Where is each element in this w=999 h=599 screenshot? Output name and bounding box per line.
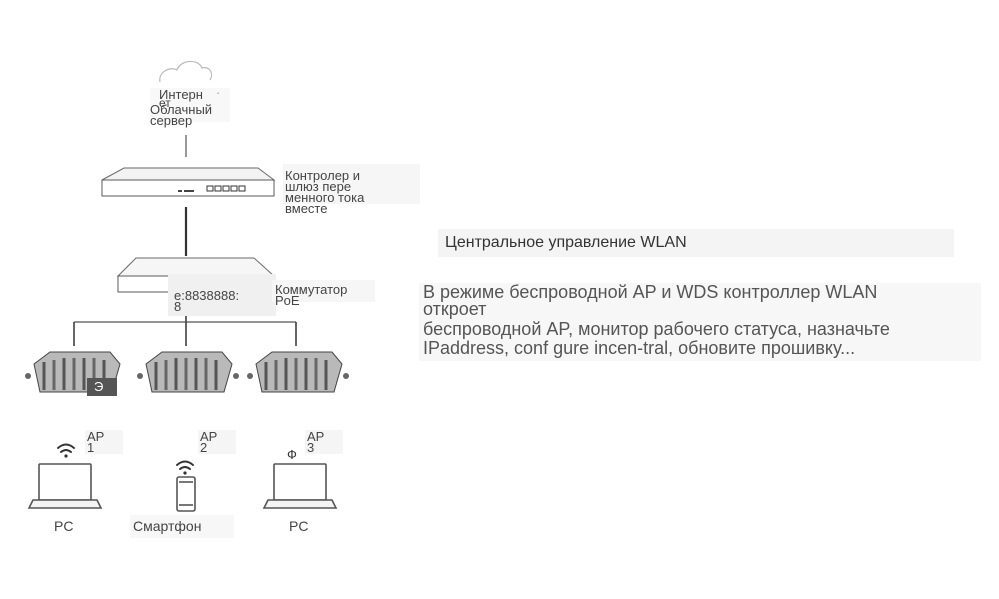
smartphone-icon <box>176 476 196 512</box>
cloud-label-line3: Облачный <box>150 102 213 117</box>
switch-label-line2: PoE <box>275 293 300 308</box>
controller-label-line4: вместе <box>285 201 328 216</box>
cloud-server-label: Интерн · ет Облачный сервер <box>150 85 230 127</box>
controller-label-line1: Контролер и <box>285 168 361 183</box>
switch-label-line1: Коммутатор <box>275 282 348 297</box>
pc1-label: PC <box>54 518 74 534</box>
switch-code-line1: е:8838888: <box>174 288 240 303</box>
ap1-label-number: 1 <box>87 440 95 455</box>
wlan-management-description: В режиме беспроводной AP и WDS контролле… <box>419 283 981 361</box>
switch-code-label: е:8838888: 8 <box>168 274 276 316</box>
desc-line4: IPaddress, conf gure incen-tral, обновит… <box>423 338 856 358</box>
wlan-management-title: Центральное управление WLAN <box>438 229 954 257</box>
cloud-icon <box>159 60 213 83</box>
cloud-label-dot: · <box>216 85 221 100</box>
laptop-icon <box>27 463 103 509</box>
ap1-badge: Э <box>87 378 117 396</box>
ap1-label-text: AP <box>87 429 105 444</box>
ap1-badge-text: Э <box>94 379 104 394</box>
controller-label-line3: менного тока <box>285 190 365 205</box>
cloud-label-line4: сервер <box>150 113 193 128</box>
poe-switch-label: Коммутатор PoE <box>272 280 375 307</box>
smartphone-label-box: Смартфон <box>130 515 234 538</box>
pc2-label: PC <box>289 518 309 534</box>
ap1-label: AP 1 <box>85 430 123 454</box>
switch-code-line2: 8 <box>174 299 182 314</box>
ap3-label: AP 3 <box>305 430 343 454</box>
ap2-label-number: 2 <box>200 440 208 455</box>
desc-line3: беспроводной AP, монитор рабочего статус… <box>423 319 890 339</box>
ap2-label-text: AP <box>200 429 218 444</box>
wifi-icon <box>57 443 75 458</box>
desc-line1: В режиме беспроводной AP и WDS контролле… <box>423 282 878 302</box>
ap3-extra-mark: Ф <box>287 447 297 462</box>
ap3-label-number: 3 <box>307 440 315 455</box>
laptop-icon <box>262 463 338 509</box>
ap2-label: AP 2 <box>198 430 236 454</box>
ap3-device-icon <box>247 351 349 393</box>
controller-label-line2: шлюз пере <box>285 179 352 194</box>
ap3-label-text: AP <box>307 429 325 444</box>
controller-device-icon <box>101 167 276 197</box>
desc-line2: откроет <box>423 299 487 319</box>
controller-label: Контролер и шлюз пере менного тока вмест… <box>283 164 420 215</box>
smartphone-label: Смартфон <box>133 518 202 534</box>
cloud-label-line2: ет <box>159 96 171 110</box>
wifi-icon <box>176 460 194 475</box>
ap2-device-icon <box>137 351 239 393</box>
cloud-label-line1: Интерн <box>159 87 203 102</box>
